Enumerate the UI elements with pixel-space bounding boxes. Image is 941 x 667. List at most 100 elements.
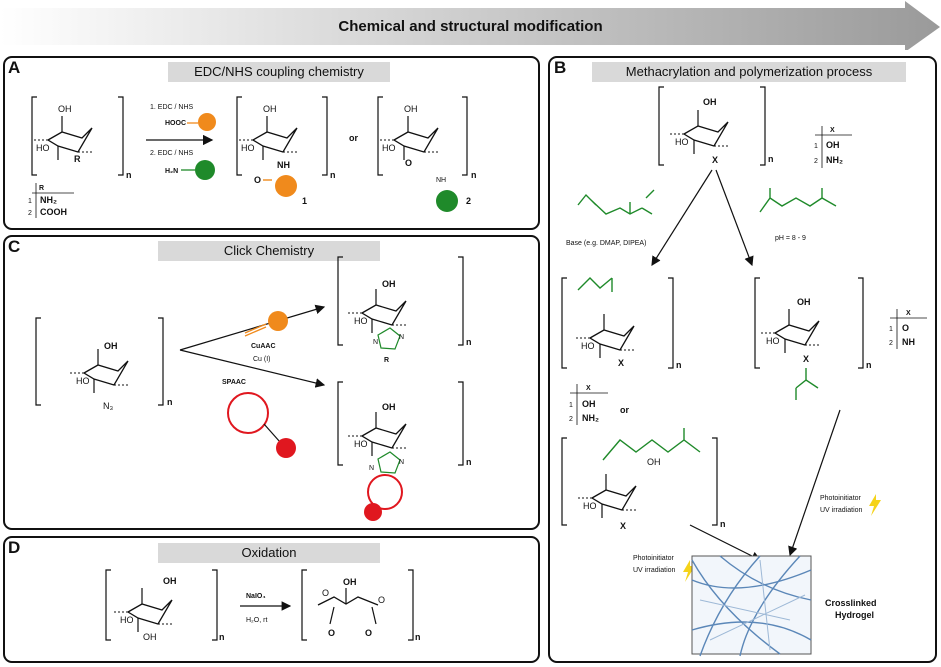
b-oh-right: OH xyxy=(797,297,811,307)
panel-a-scheme: OH HO R n R 1 NH₂ 2 COOH 1. EDC / NHS HO… xyxy=(28,96,477,218)
panel-d-title: Oxidation xyxy=(158,543,380,563)
svg-text:OH: OH xyxy=(826,140,840,150)
c-product-ball xyxy=(364,503,382,521)
svg-text:HO: HO xyxy=(382,143,396,153)
panel-a-letter: A xyxy=(8,58,21,77)
svg-text:NH: NH xyxy=(902,337,915,347)
a-h2n: H₂N xyxy=(165,168,178,175)
svg-text:1: 1 xyxy=(569,402,573,409)
b-ph-label: pH = 8 - 9 xyxy=(775,235,806,242)
svg-text:n: n xyxy=(866,360,872,370)
a-product2-num: 2 xyxy=(466,196,471,206)
c-spaac-ball xyxy=(276,438,296,458)
svg-text:2: 2 xyxy=(569,416,573,423)
svg-text:N: N xyxy=(373,339,378,346)
svg-text:n: n xyxy=(415,632,421,642)
svg-text:X: X xyxy=(830,127,835,134)
a-green-ball xyxy=(195,160,215,180)
panel-c-letter: C xyxy=(8,237,21,256)
panel-c-scheme: OH HO N₃ n CuAAC Cu (I) SPAAC OH HO N N … xyxy=(35,256,472,521)
title-banner-arrow xyxy=(0,1,940,50)
a-orange-ball xyxy=(198,113,216,131)
c-r: R xyxy=(384,357,389,364)
panel-c-title: Click Chemistry xyxy=(158,241,380,261)
svg-text:N: N xyxy=(399,334,404,341)
svg-text:n: n xyxy=(768,154,774,164)
svg-text:n: n xyxy=(471,170,477,180)
b-uv-2: UV irradiation xyxy=(820,507,863,514)
panel-a-title: EDC/NHS coupling chemistry xyxy=(168,62,390,82)
svg-text:O: O xyxy=(322,588,329,598)
a-step2: 2. EDC / NHS xyxy=(150,150,194,157)
b-uv-1: UV irradiation xyxy=(633,567,676,574)
svg-text:HO: HO xyxy=(354,439,368,449)
d-conditions: H₂O, rt xyxy=(246,617,267,624)
a-sugar1-ho: HO xyxy=(36,143,50,153)
svg-text:NH₂: NH₂ xyxy=(826,155,843,165)
a-product2-ball xyxy=(436,190,458,212)
panel-d-scheme: OH HO OH n NaIO₄ H₂O, rt OH O O O O n xyxy=(105,569,421,642)
svg-text:HO: HO xyxy=(76,376,90,386)
panel-c xyxy=(3,235,540,530)
b-hydrogel-label-1: Crosslinked xyxy=(825,598,877,608)
svg-text:n: n xyxy=(466,337,472,347)
a-amide-nh1: NH xyxy=(277,160,290,170)
svg-text:HO: HO xyxy=(766,336,780,346)
svg-text:N: N xyxy=(399,459,404,466)
svg-text:OH: OH xyxy=(647,457,661,467)
d-naio4: NaIO₄ xyxy=(246,593,266,600)
svg-text:NH₂: NH₂ xyxy=(582,413,599,423)
c-oh-bottom: OH xyxy=(382,402,396,412)
b-bolt-1 xyxy=(683,560,695,582)
b-x-start: X xyxy=(712,155,718,165)
svg-text:n: n xyxy=(219,632,225,642)
a-product1-ball xyxy=(275,175,297,197)
a-table-header: R xyxy=(39,185,44,192)
svg-text:n: n xyxy=(676,360,682,370)
panel-b-scheme: OH HO X n X 1 OH 2 NH₂ Base (e.g. DMAP, … xyxy=(561,86,927,657)
svg-text:X: X xyxy=(586,385,591,392)
c-spaac: SPAAC xyxy=(222,379,246,386)
a-n1: n xyxy=(126,170,132,180)
c-oh-top: OH xyxy=(382,279,396,289)
d-aldehyde-2: O xyxy=(365,628,372,638)
b-photo-1: Photoinitiator xyxy=(633,555,675,562)
a-or: or xyxy=(349,133,358,143)
panel-d-letter: D xyxy=(8,538,21,557)
a-table-val2: COOH xyxy=(40,207,67,217)
a-table-num2: 2 xyxy=(28,210,32,217)
svg-text:1: 1 xyxy=(814,143,818,150)
svg-text:X: X xyxy=(618,358,624,368)
svg-text:N: N xyxy=(369,465,374,472)
svg-text:O: O xyxy=(378,595,385,605)
svg-text:n: n xyxy=(720,519,726,529)
a-product1-num: 1 xyxy=(302,196,307,206)
a-table-val1: NH₂ xyxy=(40,195,57,205)
c-azide: N₃ xyxy=(103,401,113,411)
d-aldehyde-1: O xyxy=(328,628,335,638)
svg-text:X: X xyxy=(906,310,911,317)
b-photo-2: Photoinitiator xyxy=(820,495,862,502)
svg-text:X: X xyxy=(803,354,809,364)
c-cyclooctyne xyxy=(227,392,269,434)
a-step1: 1. EDC / NHS xyxy=(150,104,194,111)
svg-text:1: 1 xyxy=(889,326,893,333)
a-hooc: HOOC xyxy=(165,120,186,127)
svg-text:2: 2 xyxy=(889,340,893,347)
svg-text:HO: HO xyxy=(675,137,689,147)
b-base-label: Base (e.g. DMAP, DIPEA) xyxy=(566,240,646,247)
panel-b-title: Methacrylation and polymerization proces… xyxy=(592,62,906,82)
c-cu: Cu (I) xyxy=(253,356,271,363)
svg-text:X: X xyxy=(620,521,626,531)
b-hydrogel-network xyxy=(691,555,812,655)
d-oh-end: OH xyxy=(343,577,357,587)
a-amide-nh2: NH xyxy=(436,177,446,184)
svg-text:OH: OH xyxy=(582,399,596,409)
a-sugar1-oh: OH xyxy=(58,104,72,114)
svg-text:OH: OH xyxy=(263,104,277,114)
b-or: or xyxy=(620,405,629,415)
c-oh-start: OH xyxy=(104,341,118,351)
a-amide-o1: O xyxy=(254,175,261,185)
banner-title: Chemical and structural modification xyxy=(338,18,603,35)
